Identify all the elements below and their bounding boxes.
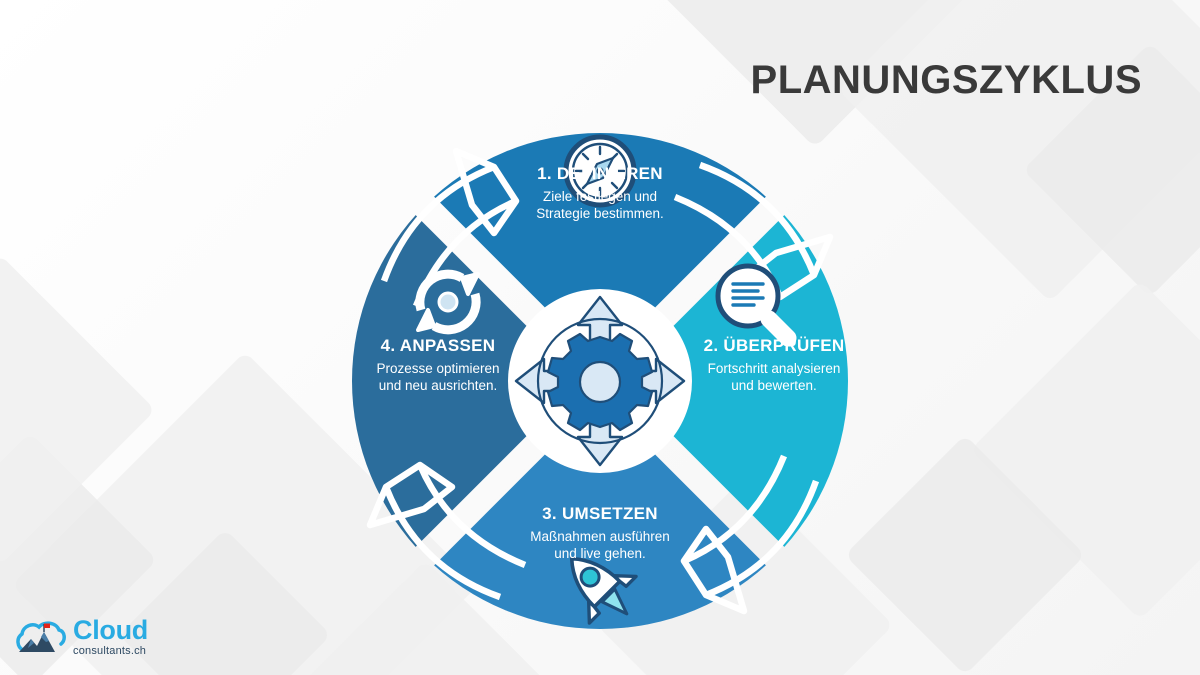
arrow-3-to-4 [366,461,527,601]
logo-wordmark: Cloud consultants.ch [73,617,148,657]
cycle-diagram-svg [352,133,848,629]
center-hub[interactable] [508,289,692,473]
logo-domain: consultants.ch [73,645,147,657]
logo-name: Cloud [73,615,148,645]
quadrant-umsetzen[interactable] [352,381,848,629]
quadrant-definieren[interactable] [352,133,848,381]
planning-cycle-wheel: 1. DEFINIEREN Ziele festlegen und Strate… [344,125,856,637]
quadrant-group [352,133,848,629]
refresh-cycle-icon [415,269,481,335]
page-title: PLANUNGSZYKLUS [750,58,1142,102]
magnifier-document-icon [715,263,797,347]
arrow-2-to-3 [680,454,820,615]
gear-expand-icon [514,295,686,467]
compass-icon [563,134,637,208]
connector-arrows [366,147,834,615]
cloud-mountain-flag-icon [16,621,66,652]
quadrant-anpassen[interactable] [352,133,600,629]
brand-logo[interactable]: Cloud consultants.ch [16,617,148,657]
rocket-icon [569,556,638,625]
quadrant-ueberpruefen[interactable] [600,133,848,629]
